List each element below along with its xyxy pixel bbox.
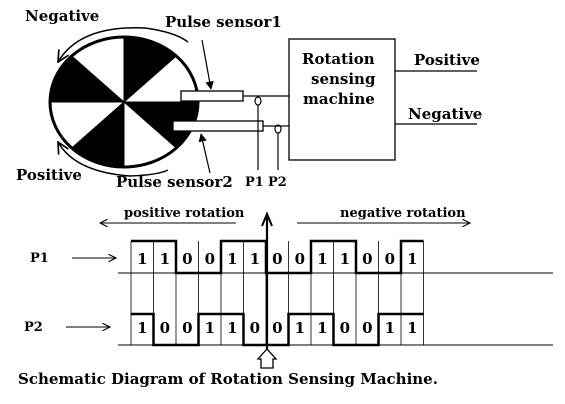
rotation-sensing-machine — [288, 38, 396, 161]
trace-p2-label: P2 — [24, 320, 43, 335]
p2-bit-label: 0 — [182, 319, 192, 337]
p2-bit-label: 1 — [137, 319, 147, 337]
sensor2-pointer-arrow-icon — [198, 133, 211, 174]
p2-bit-label: 0 — [340, 319, 350, 337]
p2-bit-label: 0 — [362, 319, 372, 337]
reversal-pointer-icon — [256, 348, 278, 369]
p1-waveform — [131, 239, 424, 275]
pulse-sensor1-label: Pulse sensor1 — [165, 13, 282, 31]
disk-positive-label: Positive — [16, 166, 82, 184]
p2-waveform — [131, 312, 424, 347]
pulse-sensor2-label: Pulse sensor2 — [116, 173, 233, 191]
sensor-wiring — [243, 95, 289, 170]
p1-bit-label: 1 — [317, 250, 327, 268]
machine-label-line2: sensing — [311, 70, 376, 88]
p1-bit-label: 0 — [295, 250, 305, 268]
p1-bit-label: 1 — [160, 250, 170, 268]
p1-bit-label: 0 — [385, 250, 395, 268]
negative-rotation-label: negative rotation — [340, 206, 466, 221]
positive-rotation-label: positive rotation — [124, 206, 245, 221]
p2-bit-label: 1 — [295, 319, 305, 337]
p2-tap-label: P2 — [268, 175, 287, 190]
p1-bit-label: 1 — [250, 250, 260, 268]
p2-bit-label: 1 — [227, 319, 237, 337]
disk-negative-label: Negative — [25, 7, 99, 25]
positive-rotation-arrow-icon — [58, 142, 169, 177]
pulse-sensor2 — [172, 120, 264, 132]
encoder-disk — [48, 35, 200, 169]
negative-rotation-arrow-icon — [58, 27, 189, 62]
trace-p1-label: P1 — [30, 251, 49, 266]
p2-bit-label: 1 — [205, 319, 215, 337]
p1-bit-label: 1 — [137, 250, 147, 268]
p2-bit-label: 0 — [272, 319, 282, 337]
p1-bit-label: 1 — [227, 250, 237, 268]
output-positive-label: Positive — [414, 51, 480, 69]
p1-bit-label: 0 — [205, 250, 215, 268]
machine-label-line3: machine — [303, 90, 375, 108]
p1-bit-label: 1 — [340, 250, 350, 268]
p1-bit-label: 0 — [362, 250, 372, 268]
p1-bit-label: 0 — [182, 250, 192, 268]
p2-bit-label: 0 — [160, 319, 170, 337]
p1-bit-label: 0 — [272, 250, 282, 268]
sensor1-pointer-arrow-icon — [201, 39, 214, 90]
reversal-up-arrow-icon — [261, 211, 273, 227]
p2-bit-label: 0 — [250, 319, 260, 337]
pulse-sensor1 — [180, 90, 244, 102]
p1-tap-label: P1 — [245, 175, 264, 190]
p2-bit-label: 1 — [385, 319, 395, 337]
diagram-caption: Schematic Diagram of Rotation Sensing Ma… — [18, 370, 438, 388]
p2-bit-label: 1 — [317, 319, 327, 337]
p1-bit-label: 1 — [407, 250, 417, 268]
machine-label-line1: Rotation — [302, 50, 375, 68]
p2-bit-label: 1 — [407, 319, 417, 337]
output-negative-label: Negative — [408, 105, 482, 123]
